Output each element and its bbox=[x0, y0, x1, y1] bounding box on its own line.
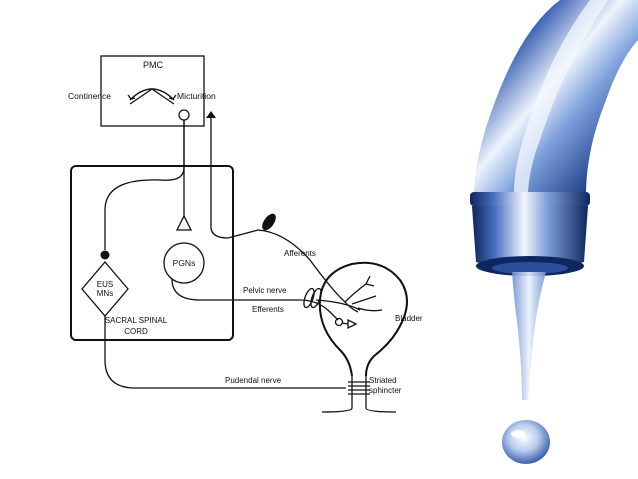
water-drop bbox=[502, 420, 550, 464]
cord-label-line1: SACRAL SPINAL bbox=[105, 316, 168, 325]
afferent-arrowhead bbox=[206, 111, 216, 118]
pmc-right-arrow bbox=[168, 94, 177, 100]
water-stream bbox=[512, 272, 546, 400]
pgns-neuron bbox=[163, 242, 205, 284]
dorsal-root-ganglion bbox=[262, 213, 276, 231]
continence-label: Continence bbox=[68, 91, 111, 101]
afferents-label: Afferents bbox=[284, 249, 316, 258]
inhibitory-terminal bbox=[100, 250, 110, 260]
faucet-aerator-inner bbox=[492, 262, 568, 274]
pmc-left-leg bbox=[129, 88, 153, 105]
striated-sphincter bbox=[348, 381, 370, 395]
sphincter-label-line2: sphincter bbox=[369, 386, 402, 395]
efferent-pathway bbox=[171, 278, 339, 321]
pmc-neuron bbox=[178, 109, 190, 121]
bladder-efferent-terminal bbox=[347, 318, 358, 330]
pelvic-nerve-bundle-1 bbox=[303, 287, 315, 309]
faucet-illustration bbox=[470, 0, 638, 464]
bladder-outline bbox=[318, 261, 408, 377]
faucet-collar bbox=[470, 192, 590, 206]
sphincter-label-line1: Striated bbox=[369, 376, 397, 385]
pgns-label: PGNs bbox=[173, 258, 196, 268]
pudendal-nerve bbox=[104, 316, 346, 389]
urethra-left bbox=[321, 376, 353, 413]
bladder-ganglion bbox=[334, 317, 344, 327]
bladder-label: Bladder bbox=[395, 314, 423, 323]
pmc-box bbox=[100, 55, 205, 127]
efferents-label: Efferents bbox=[252, 305, 284, 314]
pmc-left-arrow bbox=[127, 94, 136, 100]
faucet-highlight bbox=[514, 0, 608, 192]
descending-eus-path bbox=[104, 120, 185, 250]
cord-label-line2: CORD bbox=[124, 327, 148, 336]
faucet-nozzle bbox=[472, 206, 588, 270]
sacral-cord-box bbox=[70, 165, 234, 341]
faucet-pipe bbox=[474, 0, 638, 195]
bladder-efferent-stem bbox=[341, 322, 349, 325]
urethra-right bbox=[365, 376, 397, 413]
pmc-label: PMC bbox=[143, 60, 164, 70]
pgn-terminal bbox=[175, 214, 193, 231]
eus-label-line1: EUS bbox=[97, 280, 113, 289]
water-drop-shine bbox=[511, 430, 525, 438]
pmc-right-leg bbox=[151, 88, 175, 105]
pelvic-nerve-label: Pelvic nerve bbox=[243, 286, 287, 295]
pmc-arc bbox=[129, 88, 175, 101]
eus-label-line2: MNs bbox=[97, 289, 113, 298]
micturition-diagram: PMC Continence Micturition SACRAL SPINAL… bbox=[68, 55, 423, 413]
bladder-nerve-branches bbox=[315, 275, 383, 312]
pudendal-nerve-label: Pudendal nerve bbox=[225, 376, 282, 385]
micturition-label: Micturition bbox=[177, 91, 216, 101]
